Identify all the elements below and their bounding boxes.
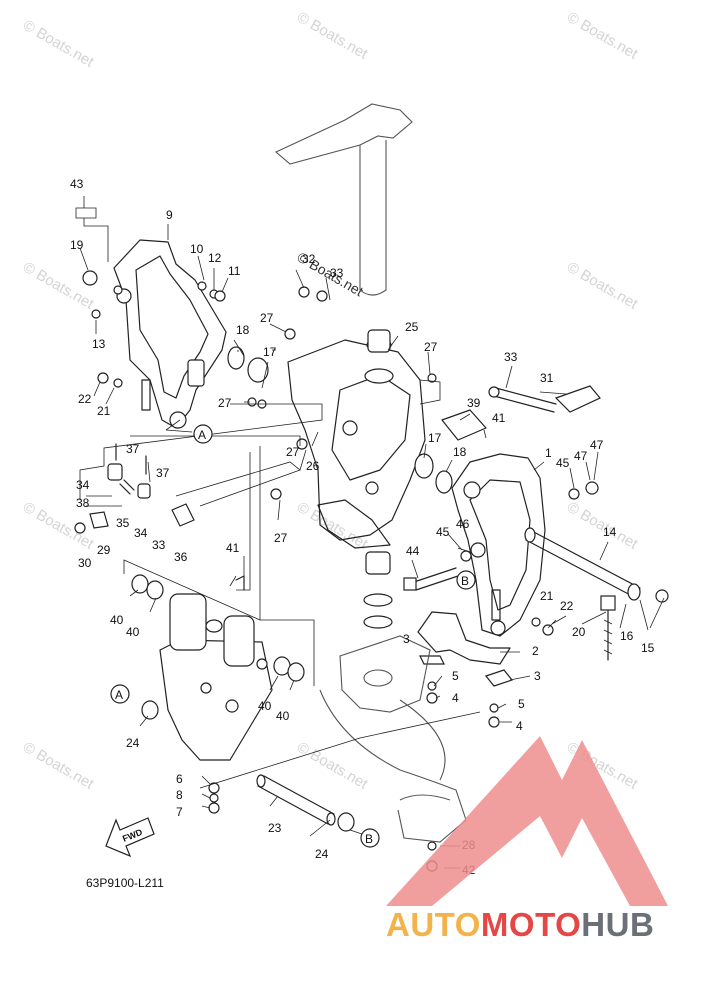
callout-11: 11 [228, 264, 241, 278]
watermark: © Boats.net [294, 9, 371, 63]
callout-36: 36 [174, 550, 188, 564]
lower-unit-ghost [319, 551, 467, 843]
swivel-bracket [287, 329, 426, 549]
callout-24: 24 [126, 736, 140, 750]
callout-46: 46 [456, 517, 470, 531]
callout-45: 45 [436, 525, 450, 539]
marker-a: A [198, 428, 206, 442]
callout-27: 27 [286, 445, 300, 459]
callout-4: 4 [516, 719, 523, 733]
callout-33: 33 [152, 538, 166, 552]
callout-4: 4 [452, 691, 459, 705]
brand-wordmark-part: MOTO [480, 906, 582, 943]
callout-27: 27 [218, 396, 232, 410]
callout-18: 18 [236, 323, 250, 337]
reference-markers: A A B B [110, 424, 476, 848]
callout-9: 9 [166, 208, 173, 222]
leader-lines [75, 196, 665, 869]
callout-25: 25 [405, 320, 419, 334]
watermark: © Boats.net [20, 17, 97, 71]
brand-wordmark-part: HUB [581, 906, 655, 943]
callout-10: 10 [190, 242, 204, 256]
callout-21: 21 [540, 589, 554, 603]
callout-15: 15 [641, 641, 655, 655]
callout-33: 33 [504, 350, 518, 364]
callout-44: 44 [406, 544, 420, 558]
callout-23: 23 [268, 821, 282, 835]
callout-41: 41 [492, 411, 506, 425]
callout-22: 22 [78, 392, 92, 406]
tiller-handle-ghost [274, 103, 413, 296]
callout-33: 33 [330, 266, 344, 280]
callout-18: 18 [453, 445, 467, 459]
callout-5: 5 [452, 669, 459, 683]
callout-7: 7 [176, 805, 183, 819]
callout-27: 27 [274, 531, 288, 545]
power-trim-tilt-unit [159, 593, 273, 761]
callout-40: 40 [258, 699, 272, 713]
callout-29: 29 [97, 543, 111, 557]
document-code: 63P9100-L211 [86, 876, 164, 890]
marker-b: B [461, 574, 469, 588]
callout-3: 3 [534, 669, 541, 683]
callout-26: 26 [306, 459, 320, 473]
callout-30: 30 [78, 556, 92, 570]
callout-47: 47 [574, 449, 588, 463]
watermark: © Boats.net [20, 739, 97, 793]
callout-16: 16 [620, 629, 634, 643]
callout-24: 24 [315, 847, 329, 861]
callout-19: 19 [70, 238, 84, 252]
callout-34: 34 [134, 526, 148, 540]
callout-1: 1 [545, 446, 552, 460]
callout-17: 17 [428, 431, 442, 445]
callout-40: 40 [110, 613, 124, 627]
callout-3: 3 [403, 632, 410, 646]
callout-43: 43 [70, 177, 84, 191]
callout-21: 21 [97, 404, 111, 418]
tilt-tube [524, 527, 641, 601]
callout-2: 2 [532, 644, 539, 658]
callout-35: 35 [116, 516, 130, 530]
callout-13: 13 [92, 337, 106, 351]
callout-38: 38 [76, 496, 90, 510]
stern-bracket-left [113, 239, 227, 429]
part-callouts: 1 2 3 3 4 4 5 5 6 7 8 9 10 11 12 13 14 1… [70, 177, 655, 877]
callout-40: 40 [276, 709, 290, 723]
callout-27: 27 [260, 311, 274, 325]
watermark: © Boats.net [20, 259, 97, 313]
callout-40: 40 [126, 625, 140, 639]
callout-47: 47 [590, 438, 604, 452]
fwd-arrow: FWD [105, 817, 155, 858]
stern-bracket-right [451, 453, 546, 637]
callout-8: 8 [176, 788, 183, 802]
callout-17: 17 [263, 345, 277, 359]
callout-31: 31 [540, 371, 554, 385]
callout-22: 22 [560, 599, 574, 613]
watermark: © Boats.net [564, 9, 641, 63]
callout-45: 45 [556, 456, 570, 470]
brand-wordmark: AUTOMOTOHUB [386, 906, 654, 944]
callout-39: 39 [467, 396, 481, 410]
fastener-set [74, 270, 669, 872]
watermark: © Boats.net [564, 259, 641, 313]
callout-37: 37 [156, 466, 170, 480]
callout-37: 37 [126, 442, 140, 456]
callout-20: 20 [572, 625, 586, 639]
brand-wordmark-part: AUTO [386, 906, 481, 943]
callout-27: 27 [424, 340, 438, 354]
callout-41: 41 [226, 541, 240, 555]
callout-12: 12 [208, 251, 222, 265]
callout-32: 32 [302, 252, 316, 266]
callout-34: 34 [76, 478, 90, 492]
marker-b: B [365, 832, 373, 846]
callout-5: 5 [518, 697, 525, 711]
watermark: © Boats.net [294, 499, 371, 553]
brand-logo-mark [386, 736, 668, 906]
callout-6: 6 [176, 772, 183, 786]
marker-a: A [115, 688, 123, 702]
callout-14: 14 [603, 525, 617, 539]
